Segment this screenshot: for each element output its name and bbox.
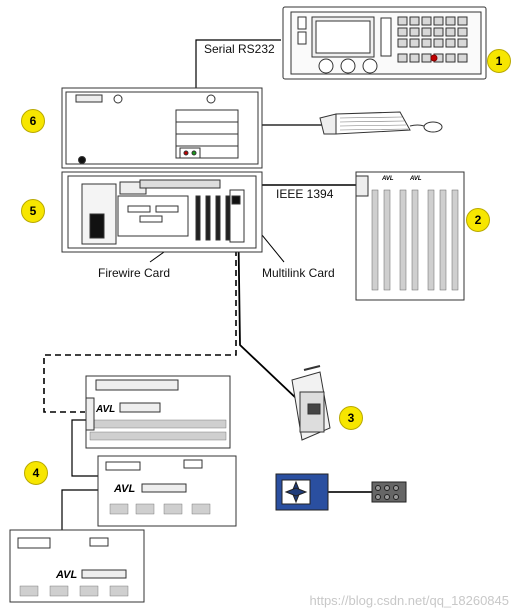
io-terminal-block	[275, 473, 407, 511]
svg-text:AVL: AVL	[113, 483, 135, 495]
io-box-counter: AVL	[9, 529, 145, 603]
badge-1: 1	[487, 49, 511, 73]
pc-rack	[61, 171, 263, 253]
io-box-analog: AVL	[97, 455, 237, 527]
serial-cable	[195, 39, 281, 88]
badge-3: 3	[339, 406, 363, 430]
svg-text:AVL: AVL	[55, 569, 77, 581]
watermark-text: https://blog.csdn.net/qq_18260845	[309, 593, 510, 608]
svg-text:AVL: AVL	[95, 404, 115, 415]
multilink-module	[291, 365, 331, 441]
operator-panel	[282, 6, 487, 80]
multilink-card-label: Multilink Card	[262, 266, 335, 280]
io-board: AVL AVL	[355, 171, 465, 301]
svg-text:AVL: AVL	[409, 176, 422, 182]
badge-4: 4	[24, 461, 48, 485]
firewire-card-label: Firewire Card	[98, 266, 171, 280]
badge-5: 5	[21, 199, 45, 223]
pc-unit	[61, 87, 263, 169]
badge-2: 2	[466, 208, 490, 232]
io-box-digital: AVL	[85, 375, 231, 449]
keyboard-mouse	[319, 111, 443, 135]
badge-6: 6	[21, 109, 45, 133]
serial-rs232-label: Serial RS232	[204, 42, 275, 56]
svg-text:AVL: AVL	[381, 176, 394, 182]
ieee1394-label: IEEE 1394	[276, 187, 334, 201]
